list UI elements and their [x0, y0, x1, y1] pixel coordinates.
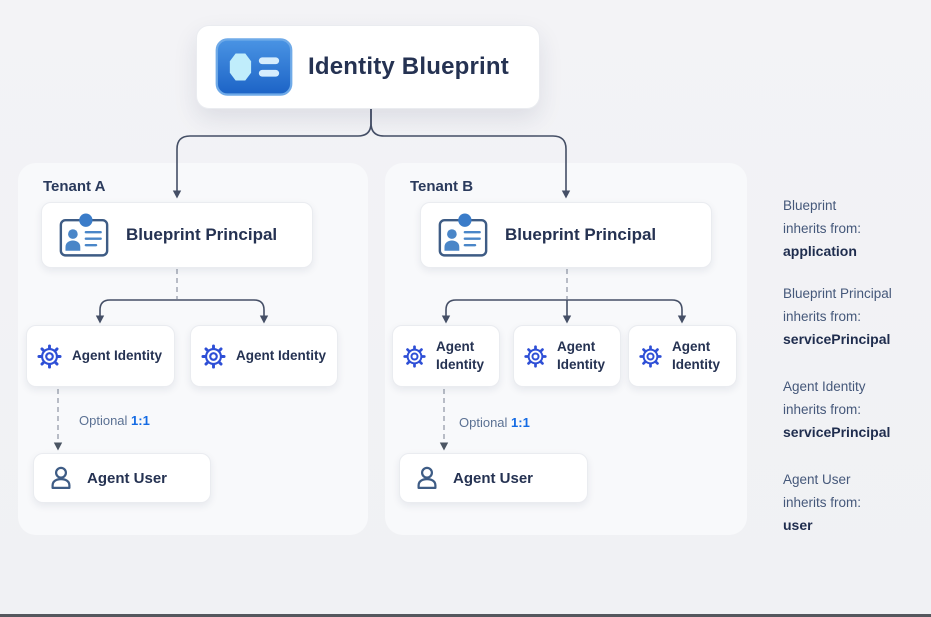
blueprint-principal-node-a: Blueprint Principal [41, 202, 313, 268]
legend-note-agent-identity: Agent Identity inherits from: servicePri… [783, 375, 931, 444]
id-badge-icon [56, 210, 112, 260]
legend-entity: Agent User [783, 472, 851, 487]
gear-icon [638, 344, 663, 369]
root-title: Identity Blueprint [308, 53, 509, 80]
gear-icon [402, 344, 427, 369]
identity-blueprint-node: Identity Blueprint [196, 25, 540, 109]
legend-entity: Agent Identity [783, 379, 866, 394]
node-label: Agent User [87, 469, 168, 487]
legend-relation: inherits from: [783, 495, 862, 510]
tenant-b-label: Tenant B [410, 178, 474, 195]
node-label: Agent Identity [236, 348, 326, 364]
gear-icon [523, 344, 548, 369]
legend-note-agent-user: Agent User inherits from: user [783, 468, 931, 537]
legend-inherits: user [783, 517, 813, 533]
legend-relation: inherits from: [783, 402, 862, 417]
gear-icon [36, 343, 63, 370]
id-card-icon [215, 38, 293, 96]
legend-entity: Blueprint Principal [783, 286, 892, 301]
ratio-text: 1:1 [511, 415, 530, 430]
ratio-text: 1:1 [131, 413, 150, 428]
optional-text: Optional [79, 413, 128, 428]
person-icon [47, 464, 75, 492]
legend-entity: Blueprint [783, 198, 837, 213]
bottom-edge-bar [0, 614, 931, 617]
node-label: Blueprint Principal [505, 225, 657, 244]
node-label: Agent Identity [672, 339, 721, 372]
id-badge-icon [435, 210, 491, 260]
agent-user-node: Agent User [33, 453, 211, 503]
optional-text: Optional [459, 415, 508, 430]
gear-icon [200, 343, 227, 370]
node-label: Blueprint Principal [126, 225, 278, 244]
agent-identity-node: Agent Identity [26, 325, 175, 387]
legend-inherits: servicePrincipal [783, 331, 891, 347]
optional-ratio-label: Optional 1:1 [459, 415, 530, 430]
legend-relation: inherits from: [783, 221, 862, 236]
person-icon [413, 464, 441, 492]
node-label: Agent Identity [557, 339, 606, 372]
legend-note-blueprint: Blueprint inherits from: application [783, 194, 931, 263]
legend-inherits: application [783, 243, 857, 259]
agent-identity-node: Agent Identity [513, 325, 621, 387]
agent-identity-node: Agent Identity [392, 325, 500, 387]
node-label: Agent User [453, 469, 534, 487]
optional-ratio-label: Optional 1:1 [79, 413, 150, 428]
agent-identity-node: Agent Identity [190, 325, 338, 387]
node-label: Agent Identity [72, 348, 162, 364]
blueprint-principal-node-b: Blueprint Principal [420, 202, 712, 268]
node-label: Agent Identity [436, 339, 485, 372]
agent-user-node: Agent User [399, 453, 588, 503]
legend-relation: inherits from: [783, 309, 862, 324]
legend-note-blueprint-principal: Blueprint Principal inherits from: servi… [783, 282, 931, 351]
agent-identity-node: Agent Identity [628, 325, 737, 387]
tenant-a-label: Tenant A [43, 178, 106, 195]
legend-inherits: servicePrincipal [783, 424, 891, 440]
